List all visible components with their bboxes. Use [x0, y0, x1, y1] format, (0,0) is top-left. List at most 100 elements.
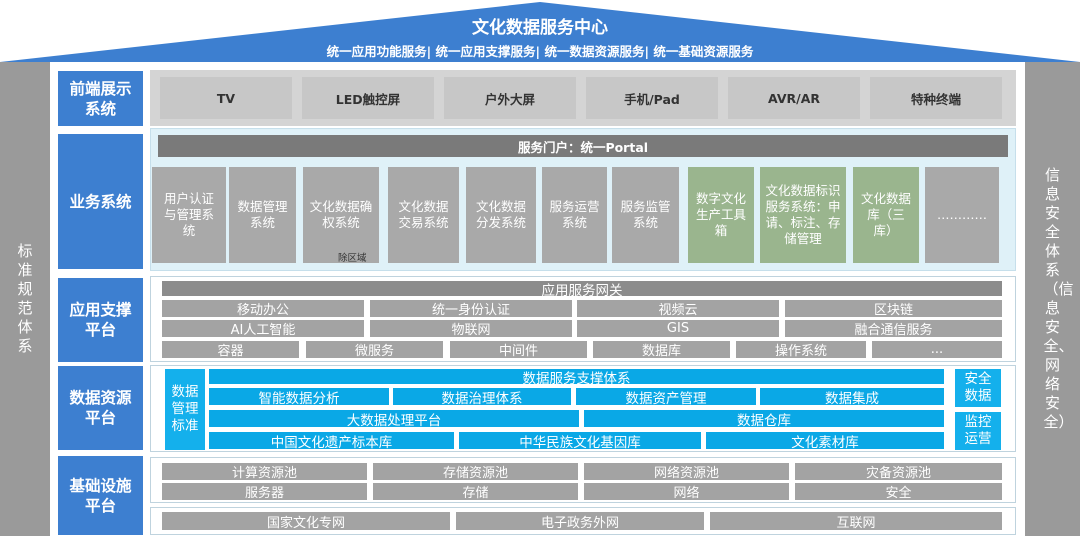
infrastructure-label: 基础设施平台: [58, 456, 143, 535]
infra-network-pool: 网络资源池: [584, 463, 789, 481]
app-iot: 物联网: [370, 320, 572, 338]
app-database: 数据库: [593, 341, 730, 359]
app-support-label-text: 应用支撑平台: [69, 301, 132, 339]
system-supervision-label: 服务监管系统: [620, 199, 671, 230]
net-culture-private-label: 国家文化专网: [266, 515, 345, 531]
app-container: 容器: [162, 341, 299, 359]
system-user-auth-label: 用户认证与管理系统: [164, 191, 215, 238]
data-integration: 数据集成: [760, 388, 944, 407]
app-os-label: 操作系统: [774, 344, 827, 359]
infra-backup-pool-label: 灾备资源池: [865, 466, 931, 481]
roof: [0, 2, 1080, 62]
terminal-led: LED触控屏: [302, 77, 434, 119]
data-bigdata-platform-label: 大数据处理平台: [346, 412, 442, 429]
data-governance: 数据治理体系: [393, 388, 571, 407]
infra-storage-pool: 存储资源池: [373, 463, 578, 481]
app-mobile-office: 移动办公: [162, 300, 364, 318]
app-fusion-comm: 融合通信服务: [785, 320, 1002, 338]
data-governance-label: 数据治理体系: [441, 390, 523, 407]
terminal-avr-label: AVR/AR: [768, 90, 820, 106]
system-supervision: 服务监管系统: [612, 167, 679, 263]
security-pillar: 信息安全体系（信息安全、网络安全）: [1025, 62, 1080, 536]
center-title: 文化数据服务中心: [472, 18, 608, 38]
system-data-mgmt: 数据管理系统: [229, 167, 296, 263]
data-heritage-library: 中国文化遗产标本库: [209, 432, 454, 451]
terminal-tv: TV: [160, 77, 292, 119]
app-iot-label: 物联网: [451, 323, 491, 338]
app-gateway-label: 应用服务网关: [541, 282, 623, 299]
app-blockchain-label: 区块链: [873, 303, 913, 318]
terminal-mobile-label: 手机/Pad: [624, 91, 680, 107]
system-culture-database-label: 文化数据库（三库）: [860, 191, 911, 238]
data-bigdata-platform: 大数据处理平台: [209, 410, 579, 429]
net-internet-label: 互联网: [836, 515, 876, 531]
data-mgmt-standard-label: 数据管理标准: [171, 384, 199, 434]
app-container-label: 容器: [217, 344, 244, 359]
infra-network: 网络: [584, 483, 789, 501]
app-fusion-comm-label: 融合通信服务: [854, 323, 933, 338]
app-os: 操作系统: [736, 341, 866, 359]
terminal-special: 特种终端: [870, 77, 1002, 119]
frontend-label: 前端展示系统: [58, 71, 143, 126]
data-intelligent-analysis: 智能数据分析: [209, 388, 389, 407]
data-security: 安全数据: [955, 369, 1001, 407]
net-egov-external-label: 电子政务外网: [540, 515, 619, 531]
infra-server-label: 服务器: [244, 486, 284, 501]
system-operation-label: 服务运营系统: [549, 199, 600, 230]
data-service-support-label: 数据服务支撑体系: [522, 370, 631, 387]
system-more-label: …………: [937, 207, 987, 222]
frontend-label-text: 前端展示系统: [69, 79, 132, 118]
app-more-label: ...: [930, 342, 944, 357]
system-operation: 服务运营系统: [542, 167, 607, 263]
infra-storage-label: 存储: [462, 486, 489, 501]
monitor-operation: 监控运营: [955, 412, 1001, 450]
system-distribution: 文化数据分发系统: [466, 167, 536, 263]
monitor-operation-label: 监控运营: [964, 414, 992, 447]
infra-server: 服务器: [162, 483, 367, 501]
system-data-mgmt-label: 数据管理系统: [237, 199, 288, 230]
data-resource-label: 数据资源平台: [58, 366, 143, 450]
terminal-avr: AVR/AR: [728, 77, 860, 119]
infra-backup-pool: 灾备资源池: [795, 463, 1002, 481]
app-middleware-label: 中间件: [498, 344, 538, 359]
app-unified-identity: 统一身份认证: [370, 300, 572, 318]
standards-pillar: 标准规范体系: [0, 62, 50, 536]
data-integration-label: 数据集成: [825, 390, 879, 407]
infra-network-label: 网络: [673, 486, 700, 501]
system-trading: 文化数据交易系统: [388, 167, 459, 263]
terminal-special-label: 特种终端: [910, 91, 961, 107]
app-microservice-label: 微服务: [354, 344, 394, 359]
business-label-text: 业务系统: [69, 192, 132, 211]
data-asset-mgmt-label: 数据资产管理: [625, 390, 707, 407]
app-ai-label: AI人工智能: [230, 323, 296, 338]
data-asset-mgmt: 数据资产管理: [576, 388, 756, 407]
terminal-outdoor: 户外大屏: [444, 77, 576, 119]
standards-pillar-text: 标准规范体系: [17, 242, 33, 355]
app-gis-label: GIS: [666, 321, 690, 336]
infra-network-pool-label: 网络资源池: [653, 466, 719, 481]
system-identification-label: 文化数据标识服务系统：申请、标注、存储管理: [765, 183, 841, 246]
data-heritage-library-label: 中国文化遗产标本库: [270, 434, 393, 451]
system-production-toolbox: 数字文化生产工具箱: [688, 167, 754, 263]
data-gene-library-label: 中华民族文化基因库: [519, 434, 641, 451]
data-service-support: 数据服务支撑体系: [209, 369, 944, 387]
app-gateway: 应用服务网关: [162, 281, 1002, 299]
system-production-toolbox-label: 数字文化生产工具箱: [695, 191, 746, 238]
infrastructure-label-text: 基础设施平台: [69, 476, 132, 515]
infra-security: 安全: [795, 483, 1002, 501]
data-mgmt-standard: 数据管理标准: [165, 369, 205, 450]
system-rights-label: 文化数据确权系统: [309, 199, 373, 230]
center-subtitle: 统一应用功能服务| 统一应用支撑服务| 统一数据资源服务| 统一基础资源服务: [326, 44, 754, 59]
system-culture-database: 文化数据库（三库）: [853, 167, 919, 263]
app-microservice: 微服务: [306, 341, 443, 359]
terminal-mobile: 手机/Pad: [586, 77, 718, 119]
net-egov-external: 电子政务外网: [456, 512, 704, 531]
service-portal: 服务门户：统一Portal: [158, 135, 1008, 157]
terminal-tv-label: TV: [216, 90, 236, 106]
business-label: 业务系统: [58, 134, 143, 269]
service-portal-label: 服务门户：统一Portal: [517, 139, 649, 155]
terminal-led-label: LED触控屏: [335, 91, 401, 107]
infra-compute-pool: 计算资源池: [162, 463, 367, 481]
data-gene-library: 中华民族文化基因库: [459, 432, 701, 451]
app-support-label: 应用支撑平台: [58, 278, 143, 362]
